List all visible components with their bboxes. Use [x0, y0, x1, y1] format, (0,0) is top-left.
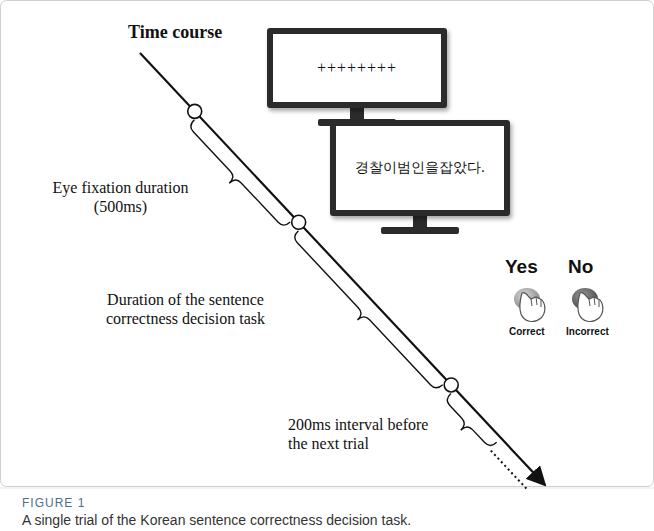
time-point	[188, 104, 202, 118]
phase-label: 200ms interval before the next trial	[288, 415, 443, 453]
response-key: Yes	[505, 256, 538, 279]
time-point	[444, 378, 458, 392]
response-key: No	[568, 256, 593, 279]
response-meaning: Correct	[509, 326, 545, 338]
phase-label: Duration of the sentence correctness dec…	[88, 290, 283, 328]
response-meaning: Incorrect	[566, 326, 609, 338]
time-axis	[140, 53, 545, 485]
dotted-continuation	[491, 451, 529, 491]
axis-title: Time course	[128, 22, 222, 44]
screen-text: ++++++++	[317, 59, 397, 77]
monitor-screen: ++++++++	[267, 28, 447, 108]
duration-brace	[295, 231, 443, 388]
screen-text: 경찰이범인을잡았다.	[355, 159, 485, 177]
duration-brace	[191, 120, 290, 225]
figure-number: FIGURE 1	[22, 496, 85, 510]
yes-button-hand	[514, 288, 545, 321]
figure-frame	[1, 1, 654, 487]
phase-label: Eye fixation duration (500ms)	[38, 178, 203, 216]
no-button-hand	[572, 288, 603, 321]
duration-brace	[447, 393, 496, 445]
time-point	[292, 215, 306, 229]
caption-rule	[0, 488, 654, 489]
monitor-screen: 경찰이범인을잡았다.	[330, 120, 510, 216]
figure-caption: A single trial of the Korean sentence co…	[22, 512, 411, 528]
